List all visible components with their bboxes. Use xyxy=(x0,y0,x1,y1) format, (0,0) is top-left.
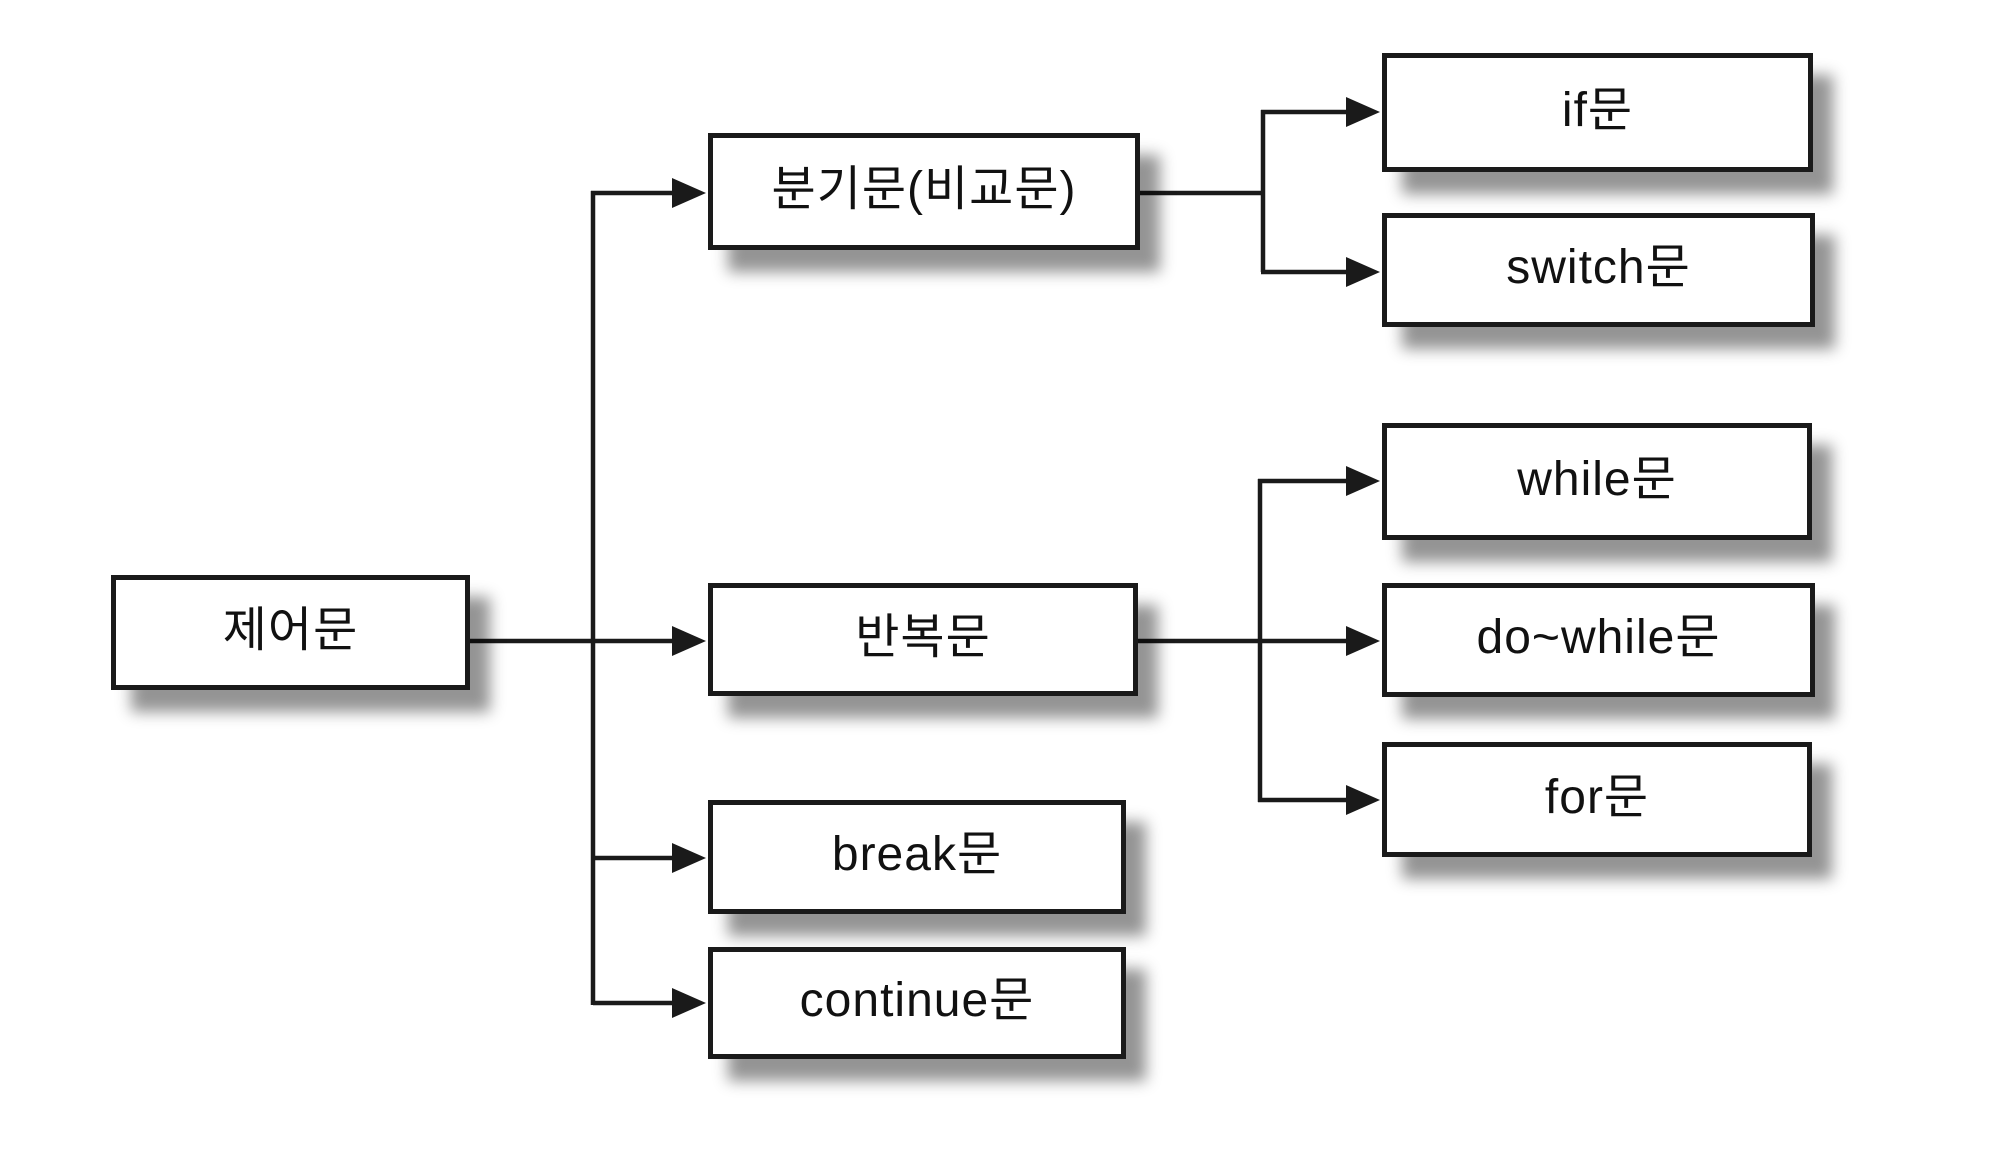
node-label: 제어문 xyxy=(222,603,359,657)
node-branch-statement: 분기문(비교문) xyxy=(708,133,1140,250)
node-label: continue문 xyxy=(799,974,1035,1027)
node-while-statement: while문 xyxy=(1382,423,1812,540)
node-for-statement: for문 xyxy=(1382,742,1812,857)
node-label: if문 xyxy=(1561,83,1634,137)
node-label: 반복문 xyxy=(855,610,991,664)
node-continue-statement: continue문 xyxy=(708,947,1126,1059)
node-control-statement: 제어문 xyxy=(111,575,470,690)
node-break-statement: break문 xyxy=(708,800,1126,914)
node-label: do~while문 xyxy=(1476,611,1721,664)
connector-to-break xyxy=(593,843,706,873)
node-label: switch문 xyxy=(1506,241,1691,294)
node-label: while문 xyxy=(1517,452,1677,506)
node-label: for문 xyxy=(1544,770,1650,824)
node-do-while-statement: do~while문 xyxy=(1382,583,1815,697)
node-label: break문 xyxy=(831,828,1003,881)
node-label: 분기문(비교문) xyxy=(771,162,1077,216)
node-loop-statement: 반복문 xyxy=(708,583,1138,696)
connector-to-branch xyxy=(591,178,706,208)
connector-branch-fan xyxy=(1140,97,1380,287)
connector-loop-fan xyxy=(1138,466,1380,815)
connector-root-trunk xyxy=(470,191,706,1005)
connector-to-continue xyxy=(593,988,706,1018)
node-if-statement: if문 xyxy=(1382,53,1813,172)
node-switch-statement: switch문 xyxy=(1382,213,1815,327)
